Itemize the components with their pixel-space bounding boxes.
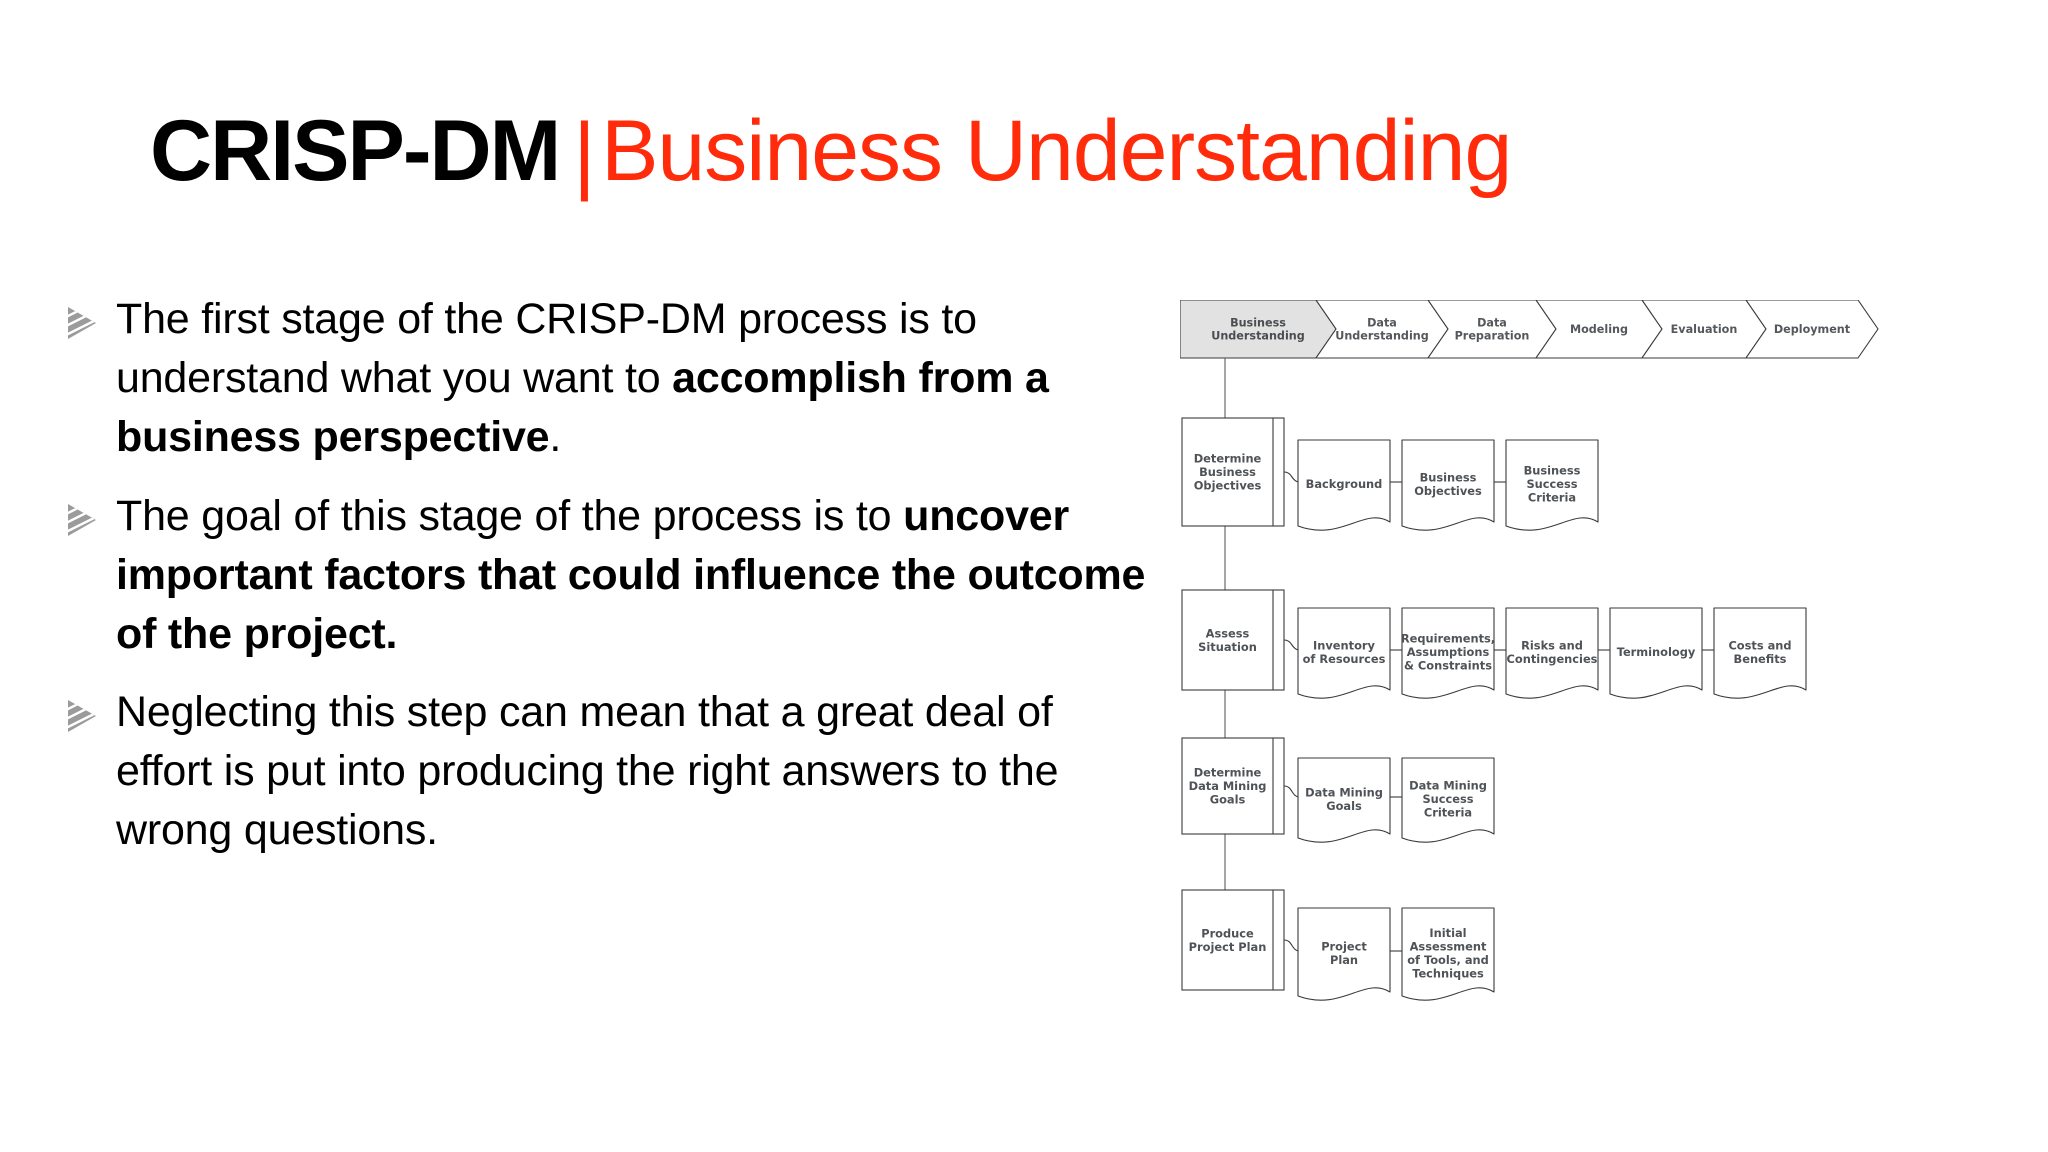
page-title-accent: Business Understanding: [601, 103, 1512, 199]
phase-chevron[interactable]: Modeling: [1534, 300, 1663, 359]
page-title: CRISP-DM|Business Understanding: [150, 108, 1950, 197]
output-document-label: Terminology: [1617, 645, 1696, 659]
output-document-shape: [1713, 607, 1807, 699]
output-document-label: Requirements,Assumptions& Constraints: [1401, 632, 1495, 673]
task-box-outer: [1181, 737, 1285, 835]
phase-chevron-label: Deployment: [1774, 323, 1851, 336]
output-document[interactable]: Terminology: [1609, 607, 1703, 699]
output-document-shape: [1401, 607, 1495, 699]
output-document-shape: [1297, 607, 1391, 699]
phase-chevron-label: Modeling: [1570, 323, 1628, 336]
output-document-shape: [1401, 439, 1495, 531]
bullet-item-text: Neglecting this step can mean that a gre…: [116, 683, 1152, 860]
page-title-main: CRISP-DM: [150, 103, 561, 199]
bullet-item: The goal of this stage of the process is…: [62, 487, 1152, 664]
output-document-label: Background: [1306, 477, 1383, 491]
bullet-item-text: The goal of this stage of the process is…: [116, 487, 1152, 664]
bullet-text-emphasis: uncover important factors that could inf…: [116, 491, 1146, 658]
task-box-outer: [1181, 417, 1285, 527]
task-box-outer: [1181, 589, 1285, 691]
bullet-text-emphasis: accomplish from a business perspective: [116, 353, 1049, 461]
bullet-item: The first stage of the CRISP-DM process …: [62, 290, 1152, 467]
phase-chevron-label: Evaluation: [1671, 323, 1738, 336]
output-document-shape: [1401, 907, 1495, 1001]
phase-chevron-shape: [1744, 300, 1879, 359]
output-document-shape: [1297, 439, 1391, 531]
output-document-shape: [1505, 607, 1599, 699]
triangle-right-striped-icon: [62, 501, 108, 543]
phase-chevron[interactable]: Evaluation: [1640, 300, 1767, 359]
triangle-right-striped-icon: [62, 697, 108, 739]
output-document[interactable]: Requirements,Assumptions& Constraints: [1401, 607, 1495, 699]
output-document-shape: [1297, 907, 1391, 1001]
output-document-shape: [1505, 439, 1599, 531]
output-document-shape: [1401, 757, 1495, 843]
bullet-item: Neglecting this step can mean that a gre…: [62, 683, 1152, 860]
output-document-shape: [1609, 607, 1703, 699]
output-document[interactable]: Background: [1297, 439, 1391, 531]
bullet-text-plain: The first stage of the CRISP-DM process …: [116, 295, 977, 402]
bullet-text-plain: .: [549, 412, 562, 461]
bullet-list: The first stage of the CRISP-DM process …: [62, 290, 1152, 880]
output-document-shape: [1297, 757, 1391, 843]
phase-chevron[interactable]: Deployment: [1744, 300, 1879, 359]
triangle-right-striped-icon: [62, 304, 108, 346]
bullet-text-plain: The goal of this stage of the process is…: [116, 491, 904, 540]
bullet-text-plain: Neglecting this step can mean that a gre…: [116, 688, 1059, 855]
page-title-separator: |: [573, 106, 596, 202]
bullet-item-text: The first stage of the CRISP-DM process …: [116, 290, 1152, 467]
